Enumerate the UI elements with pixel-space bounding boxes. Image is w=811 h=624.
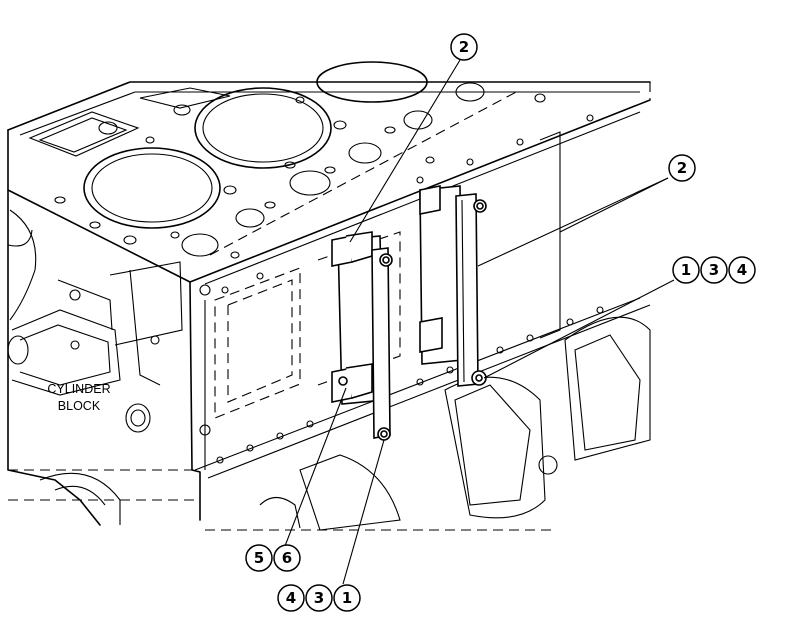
- callout-number: 3: [709, 261, 719, 279]
- block-label-line2: BLOCK: [58, 399, 101, 413]
- leader-lines: [284, 59, 675, 585]
- right-bracket-assembly: [419, 185, 487, 387]
- block-label-line1: CYLINDER: [47, 382, 110, 396]
- callout-number: 3: [314, 589, 324, 607]
- callout-right-lower: 1 3 4: [672, 256, 756, 284]
- callout-number: 2: [677, 159, 687, 177]
- callout-bottom-left: 5 6: [245, 544, 301, 572]
- callout-top: 2: [450, 33, 478, 61]
- callout-right-upper: 2: [668, 154, 696, 182]
- callout-number: 2: [459, 38, 469, 56]
- callout-number: 4: [737, 261, 747, 279]
- callout-number: 6: [282, 549, 292, 567]
- cylinder-block: [7, 61, 651, 531]
- callout-number: 1: [342, 589, 352, 607]
- callout-number: 4: [286, 589, 296, 607]
- callout-number: 5: [254, 549, 264, 567]
- callout-number: 1: [681, 261, 691, 279]
- callout-bottom: 4 3 1: [277, 584, 361, 612]
- left-bracket-assembly: [331, 231, 393, 441]
